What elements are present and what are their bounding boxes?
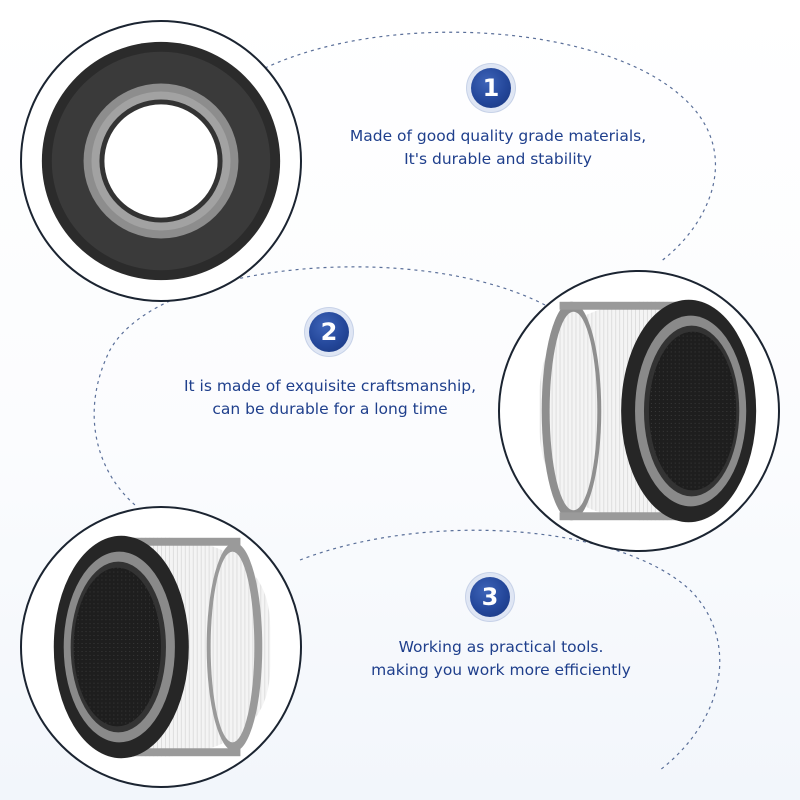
feature-caption-3-line1: Working as practical tools.	[398, 638, 604, 656]
feature-caption-1: Made of good quality grade materials, It…	[318, 125, 678, 171]
filter-photo-top	[20, 20, 302, 302]
filter-photo-right	[498, 270, 780, 552]
feature-caption-2: It is made of exquisite craftsmanship, c…	[150, 375, 510, 421]
feature-caption-3-line2: making you work more efficiently	[371, 661, 631, 679]
filter-top-view-icon	[41, 41, 281, 281]
step-badge-3: 3	[470, 577, 510, 617]
filter-side-view-left-icon	[53, 535, 271, 759]
feature-caption-3: Working as practical tools. making you w…	[320, 636, 682, 682]
filter-side-view-right-icon	[539, 299, 757, 523]
feature-caption-2-line1: It is made of exquisite craftsmanship,	[183, 377, 477, 395]
filter-photo-left	[20, 506, 302, 788]
step-badge-2: 2	[309, 312, 349, 352]
feature-caption-1-line1: Made of good quality grade materials,	[349, 127, 647, 145]
step-badge-1: 1	[471, 68, 511, 108]
feature-caption-1-line2: It's durable and stability	[404, 150, 592, 168]
feature-caption-2-line2: can be durable for a long time	[212, 400, 448, 418]
